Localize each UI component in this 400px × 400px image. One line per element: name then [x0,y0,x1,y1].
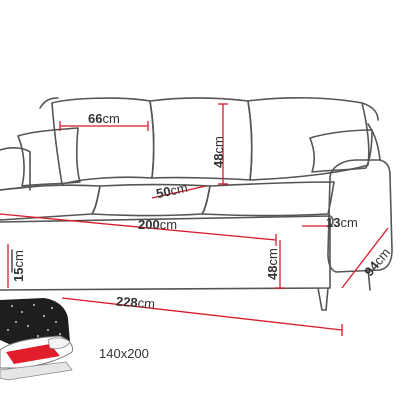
dim-label-back-height: 48cm [211,136,226,168]
dim-unit-leg-height: cm [11,250,26,268]
back-cushion-middle [149,97,253,181]
dim-label-armrest-width: 13cm [326,216,358,229]
dim-unit-seat-width: cm [159,217,178,232]
dim-label-seat-back-width: 66cm [88,112,120,125]
back-cushion-right [247,97,370,181]
dim-unit-armrest-width: cm [340,215,358,230]
dim-label-leg-height: 15cm [11,250,26,282]
sofa-outline [0,97,393,311]
leg-right [317,287,329,311]
bed-frame [0,361,73,381]
dim-value-armrest-width: 13 [326,215,341,230]
dim-value-seat-height: 48 [265,265,280,280]
dim-unit-seat-height: cm [265,248,280,266]
leg-far [367,267,371,291]
left-arm [0,147,41,191]
bed-linen [6,344,60,364]
sofa-bed-illustration [0,298,73,381]
right-arm [327,159,393,273]
dim-unit-back-height: cm [211,136,226,154]
dim-value-seat-back-width: 66 [88,111,103,126]
pillow-right [309,129,373,173]
dim-label-seat-height: 48cm [265,248,280,280]
seat-cushion-right [201,181,335,217]
bed-size-label: 140x200 [99,346,149,361]
sofa-base [0,215,334,291]
dim-value-back-height: 48 [211,153,226,168]
dim-value-total-width: 228 [115,293,139,311]
dim-value-leg-height: 15 [11,267,26,282]
storage-box-icon [0,298,70,348]
dim-label-total-width: 228cm [115,293,156,312]
dim-value-seat-width: 200 [138,217,160,232]
dimension-lines [0,103,389,336]
pillow-icon [47,337,71,350]
pillow-left [17,127,81,187]
dim-unit-total-width: cm [137,295,156,312]
dim-label-seat-width: 200cm [138,218,177,231]
dim-unit-seat-back-width: cm [102,111,120,126]
